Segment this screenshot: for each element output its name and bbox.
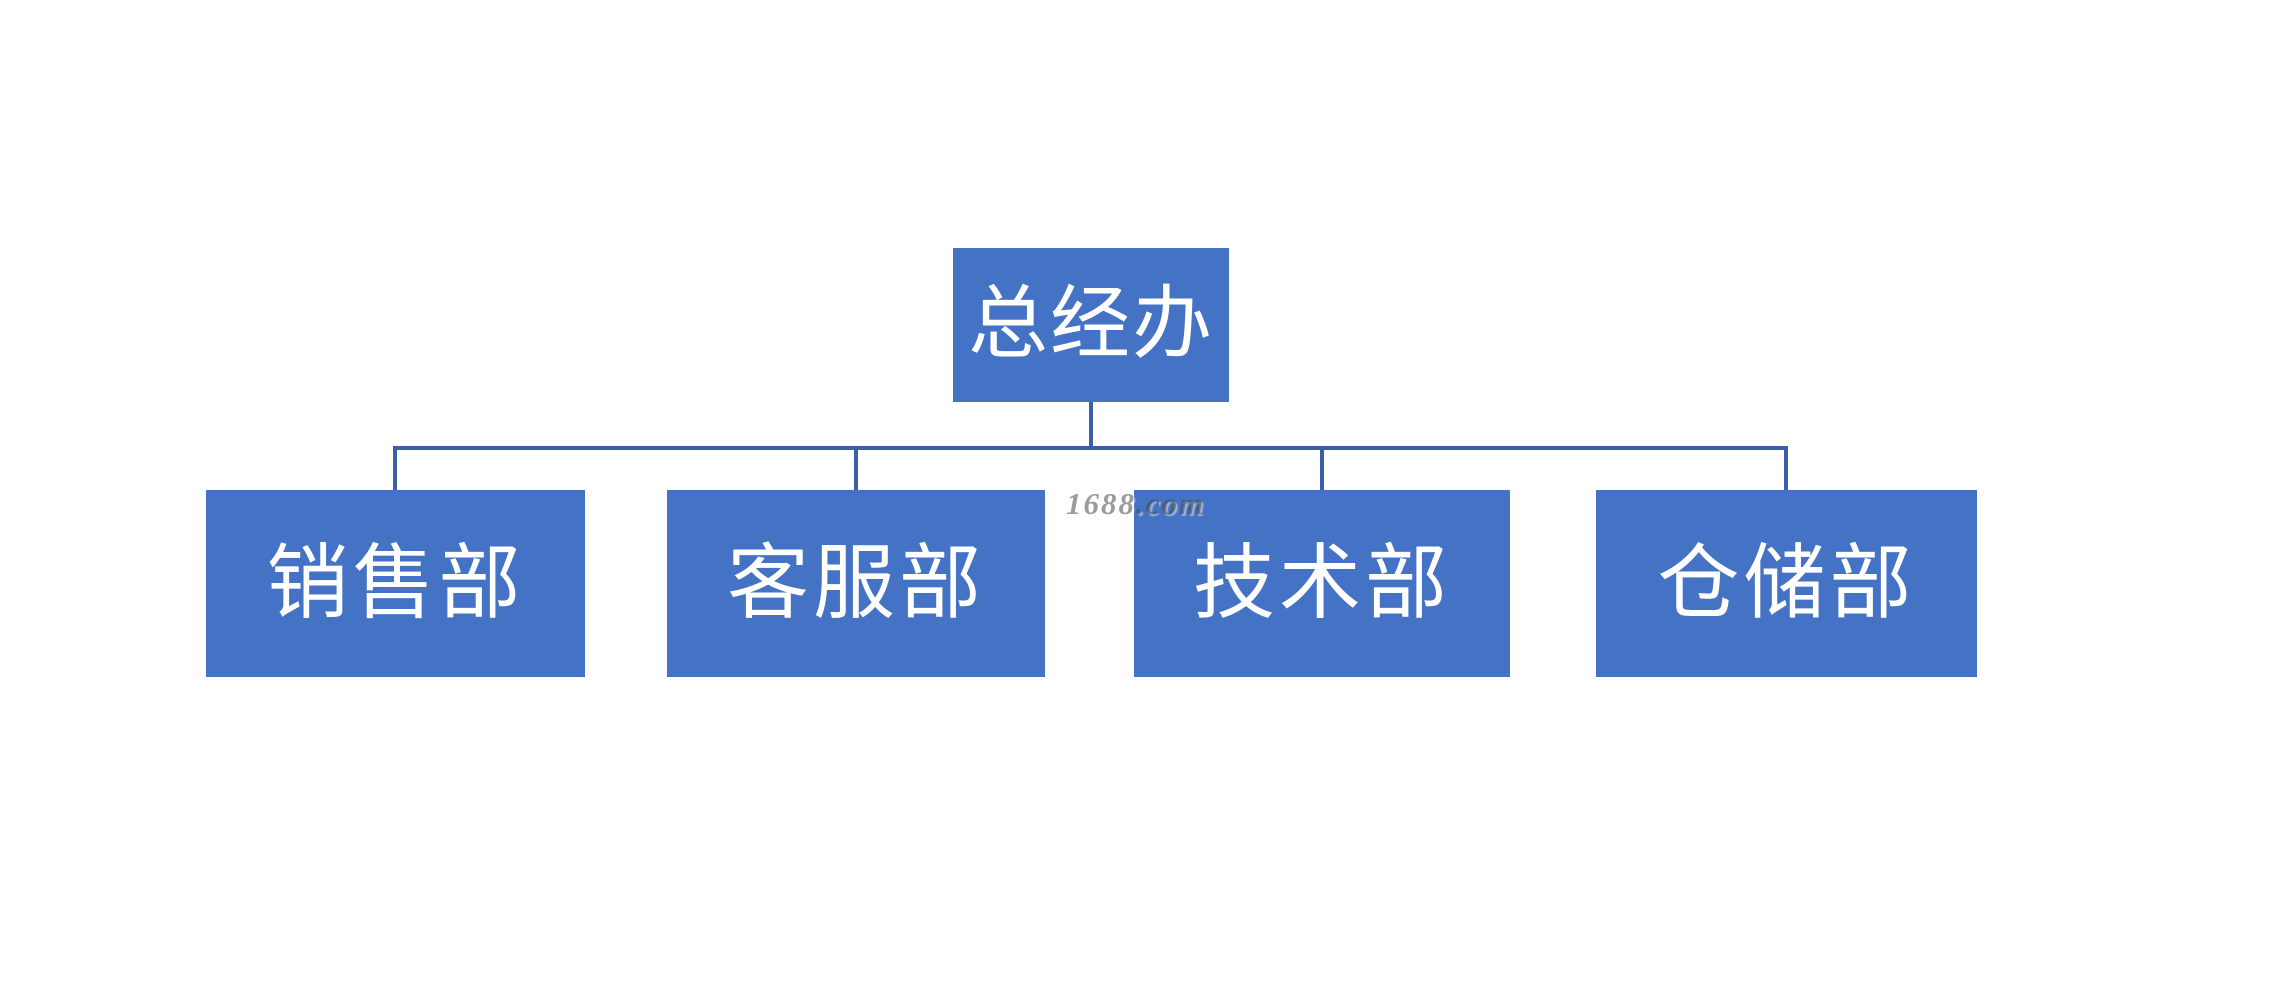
connector-root-stem	[1089, 402, 1093, 450]
org-node-tech-dept: 技术部	[1134, 490, 1510, 677]
org-node-label: 总经办	[968, 281, 1214, 369]
org-node-sales-dept: 销售部	[206, 490, 585, 677]
org-node-label: 客服部	[726, 537, 985, 629]
connector-horizontal-rail	[393, 446, 1788, 450]
org-node-customer-service-dept: 客服部	[667, 490, 1045, 677]
org-node-warehouse-dept: 仓储部	[1596, 490, 1977, 677]
watermark-1688: 1688.com	[1066, 486, 1206, 521]
org-node-label: 仓储部	[1657, 537, 1916, 629]
org-node-label: 技术部	[1192, 537, 1451, 629]
connector-drop-customer-service	[854, 446, 858, 490]
org-node-general-manager-office: 总经办	[953, 248, 1229, 402]
connector-drop-sales	[393, 446, 397, 490]
connector-drop-warehouse	[1784, 446, 1788, 490]
org-node-label: 销售部	[266, 537, 525, 629]
connector-drop-tech	[1320, 446, 1324, 490]
